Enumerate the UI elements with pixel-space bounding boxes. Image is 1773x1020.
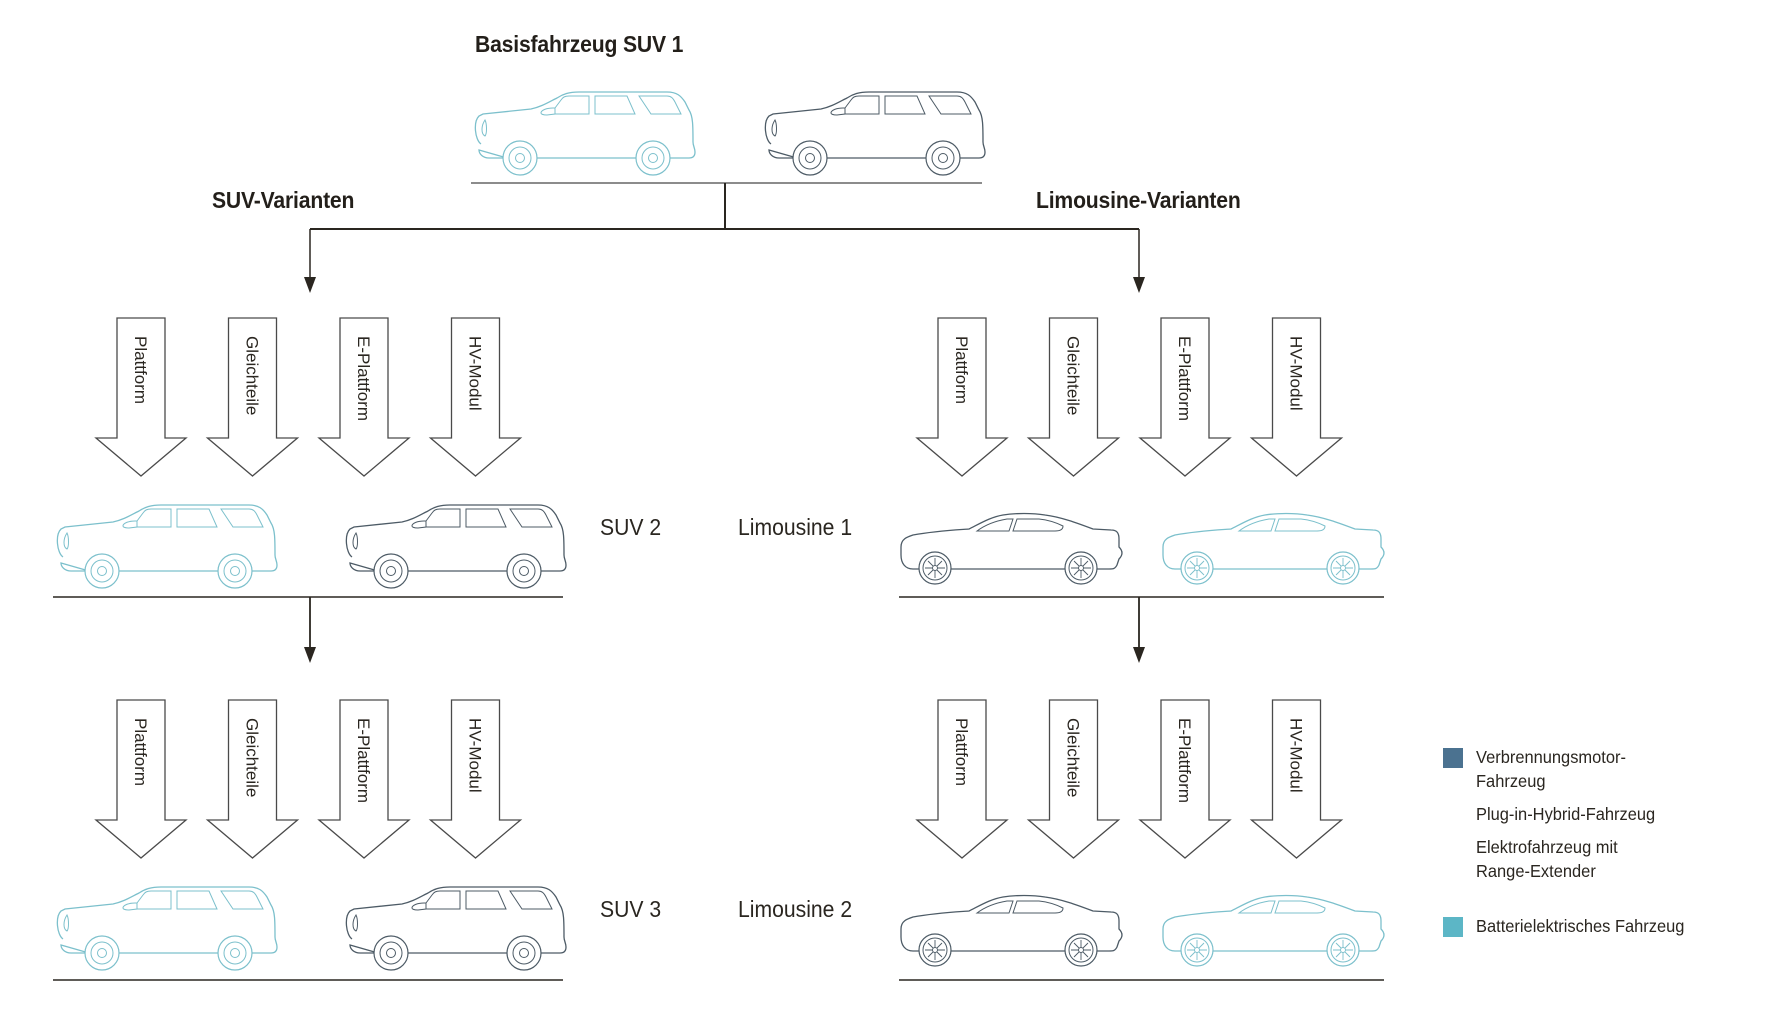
- arrow-suv-row2-hv-modul: HV-Modul: [428, 699, 523, 859]
- arrow-limo-row1-gleichteile: Gleichteile: [1026, 317, 1121, 477]
- label-suv-2: SUV 2: [600, 514, 662, 540]
- arrow-label: Gleichteile: [243, 718, 262, 797]
- block-arrow-shape: [205, 317, 300, 477]
- legend-label-phev: Plug-in-Hybrid-Fahrzeug: [1476, 804, 1656, 824]
- label-limousine-1: Limousine 1: [738, 514, 853, 540]
- base-suv-teal: [474, 91, 696, 176]
- block-arrow-shape: [94, 699, 188, 859]
- label-limousine-2: Limousine 2: [738, 896, 853, 922]
- diagram-title: Basisfahrzeug SUV 1: [475, 31, 684, 57]
- arrow-suv-row2-plattform: Plattform: [94, 699, 188, 859]
- legend-label-combustion-line2: Fahrzeug: [1476, 771, 1546, 791]
- suv2-teal: [56, 504, 278, 589]
- block-arrow-shape: [1138, 699, 1232, 859]
- suv3-teal: [56, 886, 278, 971]
- arrow-label: E-Plattform: [354, 718, 373, 803]
- arrow-suv-row1-gleichteile: Gleichteile: [205, 317, 300, 477]
- suv3-dark: [345, 886, 567, 971]
- base-suv-dark: [764, 91, 986, 176]
- suv-variants-heading: SUV-Varianten: [212, 187, 355, 213]
- legend-item-phev: Plug-in-Hybrid-Fahrzeug: [1443, 802, 1763, 826]
- block-arrow-shape: [1249, 317, 1344, 477]
- arrow-limo-row2-hv-modul: HV-Modul: [1249, 699, 1344, 859]
- legend-label-bev: Batterielektrisches Fahrzeug: [1476, 916, 1685, 936]
- block-arrow-shape: [1138, 317, 1232, 477]
- limousine1-dark: [900, 512, 1123, 585]
- arrow-label: Plattform: [131, 336, 150, 404]
- legend-label-erev-line2: Range-Extender: [1476, 861, 1596, 881]
- limousine2-teal: [1162, 894, 1385, 967]
- limousine-variants-heading: Limousine-Varianten: [1036, 187, 1241, 213]
- block-arrow-shape: [317, 699, 411, 859]
- arrow-suv-row1-e-plattform: E-Plattform: [317, 317, 411, 477]
- block-arrow-shape: [317, 317, 411, 477]
- limousine1-teal: [1162, 512, 1385, 585]
- arrow-label: HV-Modul: [466, 718, 485, 793]
- limousine2-dark: [900, 894, 1123, 967]
- arrow-limo-row1-hv-modul: HV-Modul: [1249, 317, 1344, 477]
- arrow-label: HV-Modul: [1287, 336, 1306, 411]
- arrow-limo-row1-e-plattform: E-Plattform: [1138, 317, 1232, 477]
- arrow-suv-row2-gleichteile: Gleichteile: [205, 699, 300, 859]
- arrow-label: E-Plattform: [1175, 336, 1194, 421]
- block-arrow-shape: [915, 317, 1009, 477]
- block-arrow-shape: [1249, 699, 1344, 859]
- arrow-label: Gleichteile: [1064, 336, 1083, 415]
- arrow-label: E-Plattform: [354, 336, 373, 421]
- block-arrow-shape: [205, 699, 300, 859]
- block-arrow-shape: [94, 317, 188, 477]
- block-arrow-shape: [915, 699, 1009, 859]
- arrow-limo-row2-gleichteile: Gleichteile: [1026, 699, 1121, 859]
- arrow-label: Plattform: [952, 718, 971, 786]
- legend-label-combustion-line1: Verbrennungsmotor-: [1476, 747, 1626, 767]
- arrow-limo-row2-e-plattform: E-Plattform: [1138, 699, 1232, 859]
- suv-row-connector-head: [304, 647, 316, 663]
- legend: Verbrennungsmotor- Fahrzeug Plug-in-Hybr…: [1443, 745, 1763, 947]
- block-arrow-shape: [1026, 699, 1121, 859]
- arrow-label: HV-Modul: [466, 336, 485, 411]
- legend-item-bev: Batterielektrisches Fahrzeug: [1443, 914, 1763, 938]
- suv2-dark: [345, 504, 567, 589]
- arrow-label: HV-Modul: [1287, 718, 1306, 793]
- arrow-label: Gleichteile: [1064, 718, 1083, 797]
- branch-right-arrowhead: [1133, 277, 1145, 293]
- arrow-suv-row1-hv-modul: HV-Modul: [428, 317, 523, 477]
- block-arrow-shape: [1026, 317, 1121, 477]
- arrow-limo-row1-plattform: Plattform: [915, 317, 1009, 477]
- legend-label-erev-line1: Elektrofahrzeug mit: [1476, 837, 1618, 857]
- arrow-label: Gleichteile: [243, 336, 262, 415]
- block-arrow-shape: [428, 699, 523, 859]
- legend-item-erev: Elektrofahrzeug mit Range-Extender: [1443, 835, 1763, 883]
- legend-item-combustion: Verbrennungsmotor- Fahrzeug: [1443, 745, 1763, 793]
- block-arrow-shape: [428, 317, 523, 477]
- legend-swatch-combustion: [1443, 748, 1463, 768]
- arrow-limo-row2-plattform: Plattform: [915, 699, 1009, 859]
- limo-row-connector-head: [1133, 647, 1145, 663]
- arrow-suv-row2-e-plattform: E-Plattform: [317, 699, 411, 859]
- label-suv-3: SUV 3: [600, 896, 662, 922]
- legend-swatch-bev: [1443, 917, 1463, 937]
- branch-left-arrowhead: [304, 277, 316, 293]
- arrow-suv-row1-plattform: Plattform: [94, 317, 188, 477]
- arrow-label: Plattform: [952, 336, 971, 404]
- arrow-label: Plattform: [131, 718, 150, 786]
- arrow-label: E-Plattform: [1175, 718, 1194, 803]
